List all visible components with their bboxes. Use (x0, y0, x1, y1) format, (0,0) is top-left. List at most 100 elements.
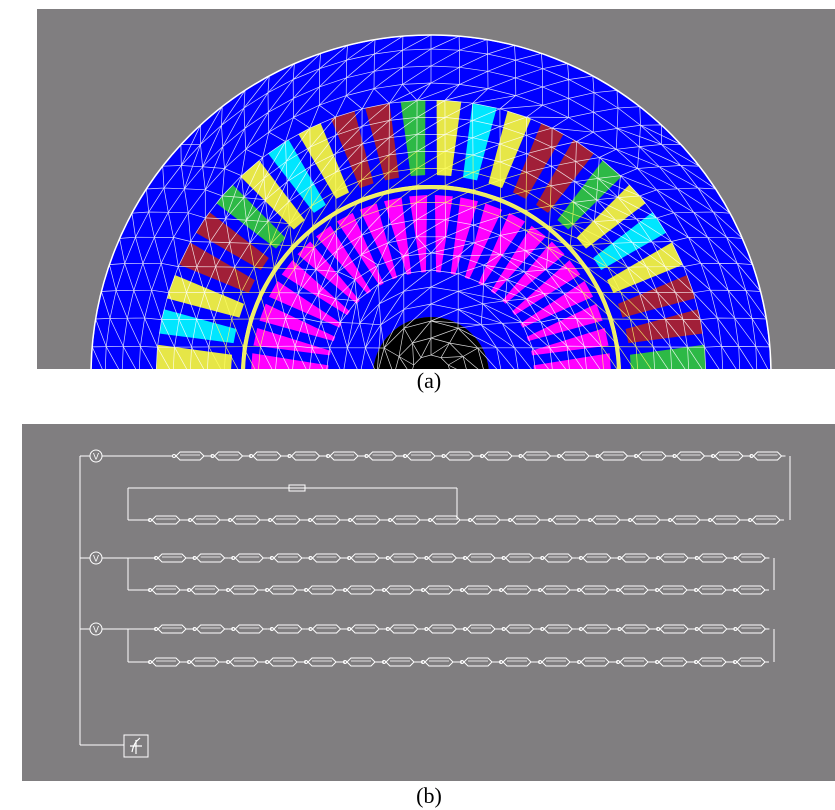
voltage-source-label: V (93, 452, 99, 462)
rotor-bar (502, 241, 565, 304)
winding-coil (226, 585, 262, 595)
winding-coil (733, 553, 770, 563)
fem-mesh-panel (37, 9, 835, 369)
rotor-bar (259, 303, 336, 342)
winding-coil (304, 657, 340, 667)
winding-coil (148, 657, 184, 667)
winding-coil (148, 515, 184, 525)
winding-coil (460, 585, 496, 595)
rotor-bar (409, 195, 428, 273)
winding-coil (265, 585, 301, 595)
winding-coil (578, 624, 615, 634)
winding-coil (347, 624, 384, 634)
winding-coil (343, 585, 379, 595)
stator-slot-coil (298, 123, 350, 199)
voltage-source: V (89, 551, 103, 565)
winding-coil (382, 657, 418, 667)
caption-b: (b) (416, 783, 442, 808)
caption-a: (a) (416, 368, 442, 393)
winding-coil (231, 553, 268, 563)
winding-coil (228, 515, 264, 525)
winding-coil (634, 451, 670, 461)
winding-coil (385, 624, 422, 634)
winding-coil (577, 585, 613, 595)
stator-slot-coil (462, 103, 497, 181)
winding-coil (672, 451, 709, 461)
outer-boundary (90, 34, 772, 369)
winding-coil (617, 553, 654, 563)
winding-coil (617, 624, 654, 634)
winding-coil (460, 657, 496, 667)
winding-coil (424, 553, 461, 563)
winding-coil (308, 624, 345, 634)
winding-coil (708, 515, 744, 525)
rotor-bar (434, 195, 453, 273)
winding-coil (468, 515, 504, 525)
winding-coil (733, 624, 770, 634)
winding-coil (694, 553, 731, 563)
winding-coil (269, 553, 306, 563)
rotor-bar (359, 203, 398, 280)
winding-coil (655, 585, 691, 595)
rotor-bar (464, 203, 503, 280)
winding-coil (733, 657, 769, 667)
winding-coil (508, 515, 544, 525)
voltage-source-label: V (93, 554, 99, 564)
winding-circuit-diagram: V V V (79, 449, 791, 758)
winding-coil (172, 451, 208, 461)
voltage-source-label: V (93, 625, 99, 635)
winding-coil (656, 624, 693, 634)
winding-coil (364, 451, 401, 461)
rotor-bar (526, 303, 603, 342)
winding-coil (499, 657, 535, 667)
winding-coil (463, 624, 499, 634)
winding-coil (249, 451, 285, 461)
resistor (288, 484, 306, 492)
winding-coil (557, 451, 593, 461)
winding-coil (188, 515, 224, 525)
voltage-source: V (89, 622, 103, 636)
stator-slot-coil (330, 110, 374, 189)
rotor-bar (478, 212, 526, 286)
stator-slot-coil (179, 242, 255, 294)
rotor-bar (490, 225, 546, 294)
winding-coil (616, 585, 652, 595)
voltage-source: V (89, 449, 103, 463)
winding-coil (748, 515, 784, 525)
winding-coil (421, 585, 457, 595)
stator-slot-coil (625, 309, 703, 344)
rotor-bar (450, 197, 479, 275)
external-circuit-icon (123, 734, 149, 758)
rotor-bar (512, 260, 581, 316)
winding-coil (518, 451, 555, 461)
winding-coil (588, 515, 624, 525)
winding-coil (480, 451, 516, 461)
winding-coil (226, 657, 262, 667)
stator-slot-coil (400, 100, 426, 177)
winding-coil (694, 657, 730, 667)
rotor-bar (336, 212, 384, 286)
winding-coil (501, 624, 538, 634)
winding-coil (382, 585, 418, 595)
winding-coil (187, 657, 223, 667)
stator-slot-coil (488, 110, 532, 189)
stator-yoke (91, 35, 771, 369)
winding-coil (538, 585, 574, 595)
winding-coil (733, 585, 769, 595)
winding-coil (388, 515, 424, 525)
rotor-bar (297, 241, 360, 304)
winding-coil (154, 553, 190, 563)
winding-coil (148, 585, 184, 595)
winding-coil (656, 553, 693, 563)
stator-slot-coil (576, 184, 646, 249)
stator-slot-coil (365, 103, 400, 181)
stator-slot-coil (617, 274, 696, 318)
winding-coil (538, 657, 574, 667)
motor-cross-section (90, 34, 772, 369)
winding-coil (499, 585, 535, 595)
winding-coil (540, 553, 577, 563)
winding-coil (385, 553, 422, 563)
winding-coil (548, 515, 584, 525)
winding-coil (343, 657, 379, 667)
winding-coil (403, 451, 439, 461)
